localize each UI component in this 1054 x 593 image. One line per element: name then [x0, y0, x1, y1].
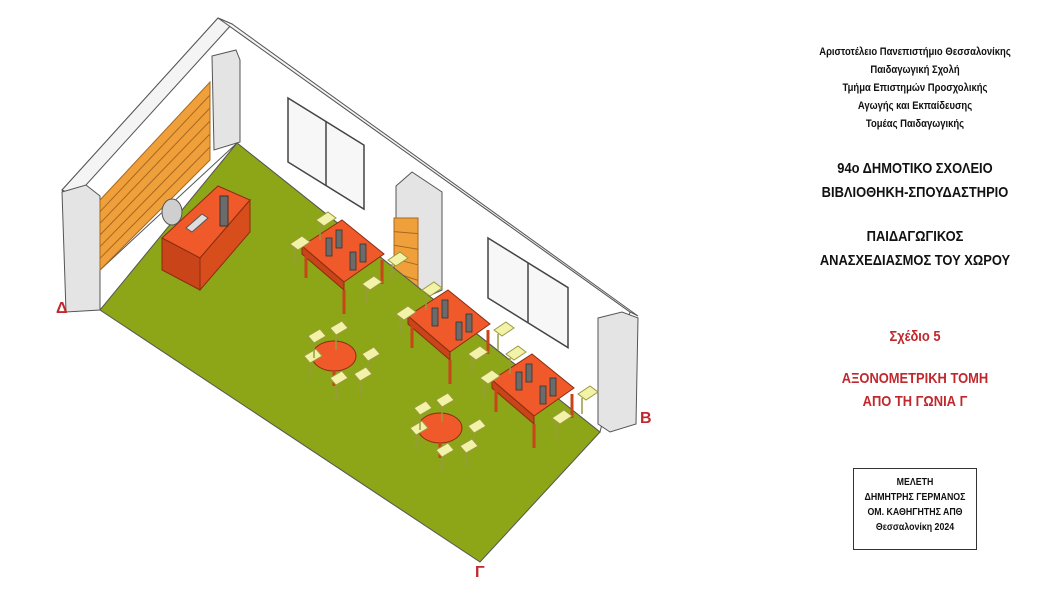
computer-table-3-chair [479, 369, 501, 385]
project-title-line1: ΠΑΙΔΑΓΩΓΙΚΟΣ [866, 228, 964, 245]
round-table-1-chair [303, 348, 323, 364]
school-room: ΒΙΒΛΙΟΘΗΚΗ-ΣΠΟΥΔΑΣΤΗΡΙΟ [821, 184, 1009, 201]
school-name: 94ο ΔΗΜΟΤΙΚΟ ΣΧΟΛΕΙΟ [837, 160, 993, 177]
round-table-2-chair [459, 438, 479, 454]
bookshelf-back-wall-shelf-line [99, 94, 211, 213]
computer-table-2-chair [421, 281, 443, 297]
wall-pillar-back-left [211, 49, 241, 151]
computer-table-1-chair [387, 251, 409, 267]
university-line: Αγωγής και Εκπαίδευσης [857, 100, 973, 112]
university-line: Τομέας Παιδαγωγικής [865, 118, 965, 130]
title-panel: Αριστοτέλειο Πανεπιστήμιο Θεσσαλονίκης Π… [780, 0, 1050, 593]
computer-table-3-monitor [549, 377, 557, 397]
bookshelf-back-wall-shelf-line [99, 146, 211, 259]
plan-title-line1: ΑΞΟΝΟΜΕΤΡΙΚΗ ΤΟΜΗ [841, 370, 989, 387]
credits-line: ΔΗΜΗΤΡΗΣ ΓΕΡΜΑΝΟΣ [864, 492, 966, 503]
computer-table-2-chair [395, 305, 417, 321]
round-table-1-chair [361, 346, 381, 362]
computer-table-3-monitor [525, 363, 533, 383]
bookshelf-back-wall-shelf-line [99, 133, 211, 248]
computer-table-3-monitor [539, 385, 547, 405]
round-table-1-chair [329, 320, 349, 336]
round-table-1-chair [353, 366, 373, 382]
computer-table-2-chair [467, 345, 489, 361]
teacher-keyboard [185, 213, 209, 233]
bookshelf-middle-shelf-line [393, 231, 419, 235]
back-wall-top [217, 17, 639, 317]
plan-number: Σχέδιο 5 [889, 328, 941, 345]
round-table-2-chair [409, 420, 429, 436]
computer-table-1-monitor [335, 229, 343, 249]
credits-box: ΜΕΛΕΤΗ ΔΗΜΗΤΡΗΣ ΓΕΡΜΑΝΟΣ ΟΜ. ΚΑΘΗΓΗΤΗΣ Α… [853, 468, 977, 550]
computer-table-1-chair [289, 235, 311, 251]
computer-table-3-chair [577, 385, 599, 401]
computer-table-2-chair [493, 321, 515, 337]
computer-table-1-monitor [325, 237, 333, 257]
round-table-2-chair [413, 400, 433, 416]
university-line: Αριστοτέλειο Πανεπιστήμιο Θεσσαλονίκης [819, 46, 1011, 58]
university-line: Τμήμα Επιστημών Προσχολικής [842, 82, 988, 94]
round-table-1-chair [329, 370, 349, 386]
computer-table-2-monitor [441, 299, 449, 319]
bookshelf-back-wall-shelf-line [99, 120, 211, 236]
corner-pillar-right [597, 311, 639, 433]
bookshelf-middle-shelf-line [393, 244, 419, 250]
computer-table-3-monitor [515, 371, 523, 391]
teacher-desk-side [199, 198, 251, 292]
computer-table-1-chair [315, 211, 337, 227]
computer-table-1-monitor [349, 251, 357, 271]
credits-line: ΟΜ. ΚΑΘΗΓΗΤΗΣ ΑΠΘ [867, 507, 963, 518]
computer-table-1-monitor [359, 243, 367, 263]
corner-pillar-left [61, 184, 101, 313]
computer-table-3-chair [551, 409, 573, 425]
furniture-group [161, 185, 599, 472]
plan-title-line2: ΑΠΟ ΤΗ ΓΩΝΙΑ Γ [862, 393, 968, 410]
credits-line: ΜΕΛΕΤΗ [896, 477, 934, 488]
computer-table-2-monitor [465, 313, 473, 333]
computer-table-2-monitor [455, 321, 463, 341]
teacher-monitor [219, 195, 229, 227]
project-title-line2: ΑΝΑΣΧΕΔΙΑΣΜΟΣ ΤΟΥ ΧΩΡΟΥ [819, 252, 1011, 269]
corner-label-b: Β [640, 410, 652, 427]
computer-table-2-monitor [431, 307, 439, 327]
bookshelf-back-wall-shelf-line [99, 107, 211, 224]
axonometric-drawing [61, 17, 639, 563]
round-table-2-chair [435, 392, 455, 408]
round-table-2-chair [435, 442, 455, 458]
round-table-1-chair [307, 328, 327, 344]
round-table-2-chair [467, 418, 487, 434]
corner-label-g: Γ [475, 564, 485, 581]
corner-label-d: Δ [56, 300, 68, 317]
teacher-chair [161, 198, 183, 226]
university-line: Παιδαγωγική Σχολή [870, 64, 960, 76]
computer-table-3-chair [505, 345, 527, 361]
credits-line: Θεσσαλονίκη 2024 [875, 522, 955, 533]
computer-table-1-chair [361, 275, 383, 291]
